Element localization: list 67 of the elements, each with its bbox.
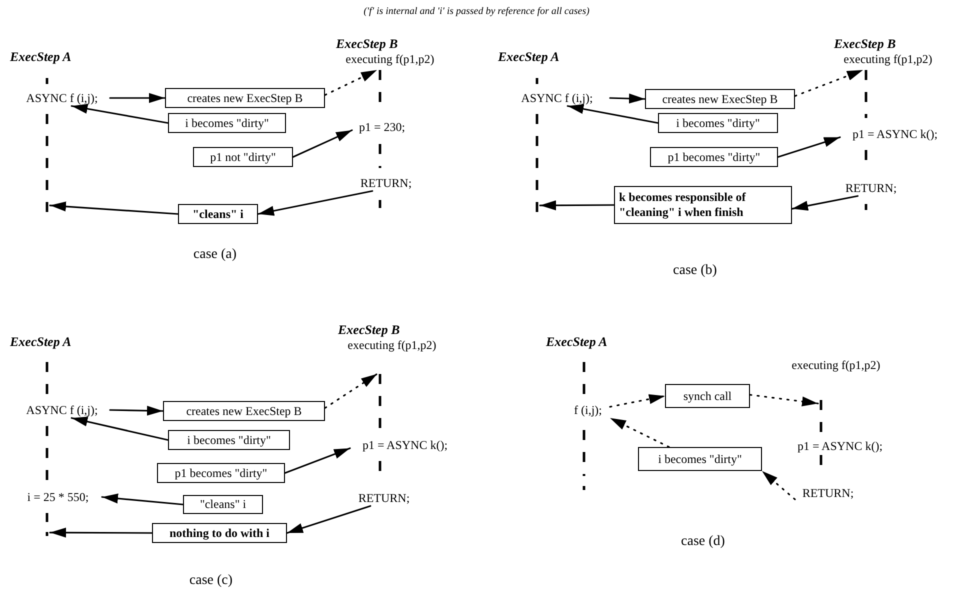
arrow: [791, 195, 859, 211]
statement-text: p1 = ASYNC k();: [796, 438, 884, 455]
arrow: [609, 94, 646, 104]
message-box: p1 becomes "dirty": [650, 147, 778, 167]
arrow: [609, 417, 670, 448]
arrow: [109, 406, 164, 416]
message-box: "cleans" i: [178, 204, 258, 224]
arrow: [566, 104, 659, 124]
case-caption: case (c): [188, 572, 234, 589]
lifeline-heading: ExecStep A: [498, 48, 560, 66]
statement-text: ASYNC f (i,j);: [504, 90, 610, 106]
arrow: [292, 129, 353, 158]
statement-text: ASYNC f (i,j);: [14, 402, 110, 418]
function-label: executing f(p1,p2): [346, 337, 438, 354]
message-box: p1 not "dirty": [193, 147, 293, 167]
case-caption: case (b): [672, 262, 718, 280]
lifeline-heading: ExecStep B: [338, 321, 401, 339]
arrow: [70, 416, 169, 441]
statement-text: RETURN;: [795, 485, 861, 501]
lifeline-heading: ExecStep A: [546, 333, 608, 351]
message-box: "cleans" i: [183, 495, 263, 514]
statement-text: f (i,j);: [566, 402, 610, 418]
message-box: i becomes "dirty": [638, 447, 762, 471]
lifeline-heading: ExecStep A: [10, 333, 72, 351]
arrow: [49, 528, 153, 538]
statement-text: RETURN;: [352, 175, 420, 191]
arrow: [286, 505, 372, 534]
message-box: synch call: [665, 384, 750, 408]
arrow: [70, 104, 169, 124]
arrow: [101, 494, 184, 506]
title: ('f' is internal and 'i' is passed by reference for all cases): [362, 5, 590, 19]
arrow: [257, 190, 374, 216]
message-box: creates new ExecStep B: [645, 89, 795, 109]
message-box: p1 becomes "dirty": [157, 463, 285, 483]
message-box: i becomes "dirty": [168, 430, 290, 450]
function-label: executing f(p1,p2): [842, 51, 934, 68]
lifeline-heading: ExecStep B: [336, 35, 399, 53]
message-box: i becomes "dirty": [658, 113, 778, 133]
arrow: [324, 373, 378, 409]
statement-text: p1 = ASYNC k();: [840, 126, 950, 142]
statement-text: RETURN;: [350, 490, 418, 506]
message-box: nothing to do with i: [152, 523, 287, 543]
case-caption: case (d): [680, 533, 726, 551]
statement-text: i = 25 * 550;: [14, 489, 102, 505]
statement-text: RETURN;: [838, 180, 904, 196]
arrow: [539, 200, 615, 210]
message-box: creates new ExecStep B: [163, 401, 325, 421]
arrow: [324, 69, 378, 96]
arrow: [777, 136, 841, 158]
statement-text: p1 = 230;: [352, 119, 412, 135]
arrow: [109, 93, 166, 103]
message-box: i becomes "dirty": [168, 113, 286, 133]
lifeline-heading: ExecStep A: [10, 48, 72, 66]
function-label: executing f(p1,p2): [790, 357, 882, 374]
arrow: [49, 202, 179, 215]
arrow: [609, 394, 666, 408]
message-box: creates new ExecStep B: [165, 88, 325, 108]
case-caption: case (a): [192, 246, 238, 264]
lifeline-heading: ExecStep B: [834, 35, 897, 53]
arrow: [749, 394, 819, 406]
arrow: [761, 470, 796, 500]
statement-text: ASYNC f (i,j);: [14, 90, 110, 106]
arrow: [284, 447, 351, 474]
function-label: executing f(p1,p2): [344, 51, 436, 68]
message-box: k becomes responsible of "cleaning" i when finish: [614, 186, 792, 224]
statement-text: p1 = ASYNC k();: [350, 437, 460, 453]
arrow: [794, 69, 864, 97]
